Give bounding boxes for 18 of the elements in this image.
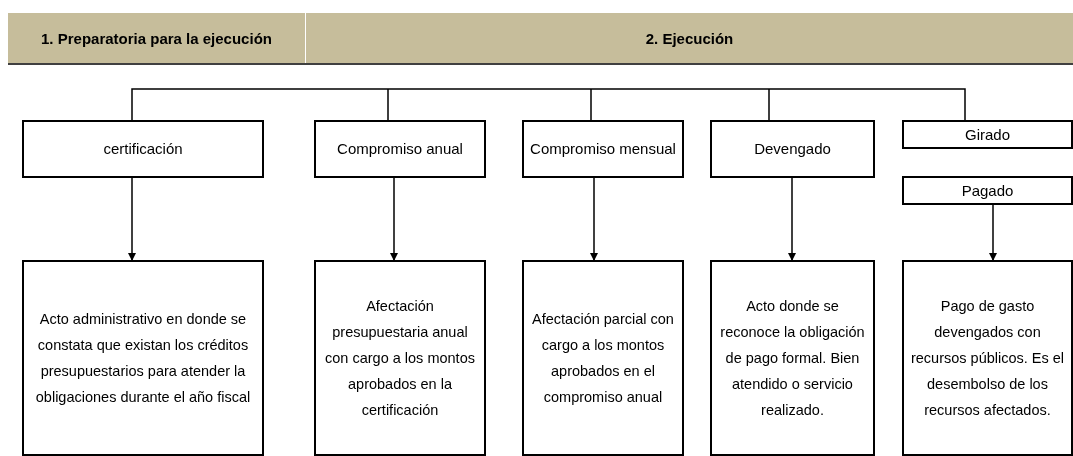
arrow	[590, 177, 598, 261]
arrow	[788, 177, 796, 261]
stage-box: Compromiso anual	[314, 120, 486, 178]
description-box: Afectación parcial con cargo a los montos aprobados en el compromiso anual	[522, 260, 684, 456]
description-box: Pago de gasto devengados con recursos públicos. Es el desembolso de los recursos afectados.	[902, 260, 1073, 456]
stage-box: Compromiso mensual	[522, 120, 684, 178]
description-box: Acto administrativo en donde se constata que existan los créditos presupuestarios para atender la obligaciones durante el año fiscal	[22, 260, 264, 456]
arrow	[128, 177, 136, 261]
header-cell: 1. Preparatoria para la ejecución	[8, 13, 305, 63]
header-cell: 2. Ejecución	[306, 13, 1073, 63]
stage-box: Pagado	[902, 176, 1073, 205]
stage-box: certificación	[22, 120, 264, 178]
stage-box: Devengado	[710, 120, 875, 178]
description-box: Afectación presupuestaria anual con cargo a los montos aprobados en la certificación	[314, 260, 486, 456]
arrow	[390, 177, 398, 261]
description-box: Acto donde se reconoce la obligación de pago formal. Bien atendido o servicio realizado.	[710, 260, 875, 456]
stage-box: Girado	[902, 120, 1073, 149]
arrow	[989, 204, 997, 261]
